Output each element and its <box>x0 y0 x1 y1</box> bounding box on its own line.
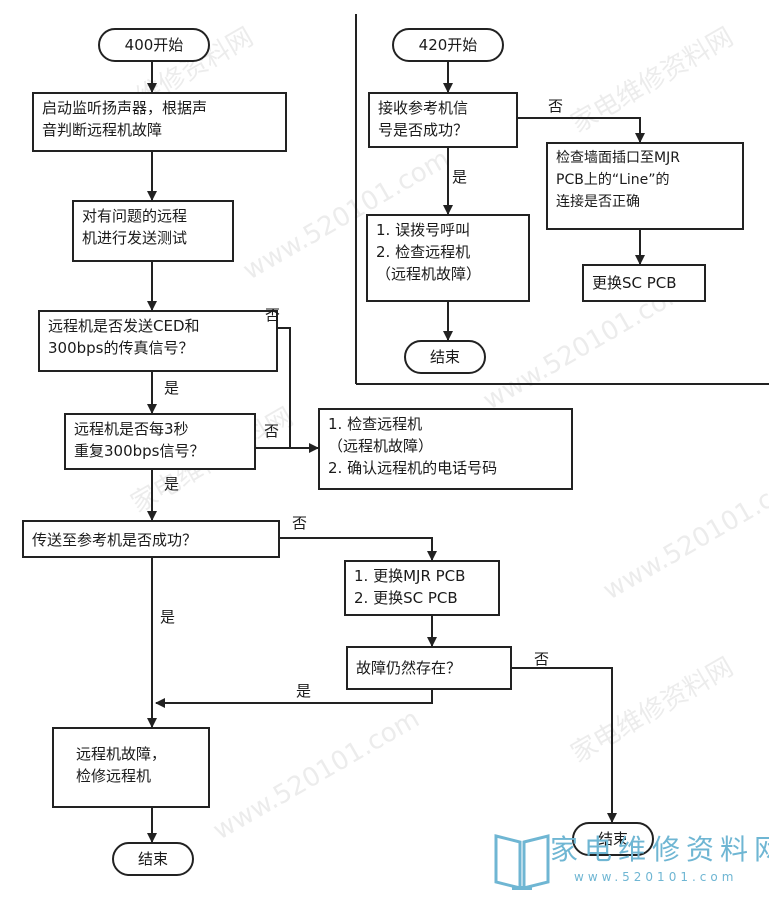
question-ced-box: 远程机是否发送CED和 300bps的传真信号？ <box>38 310 278 372</box>
misdial-line: 2. 检查远程机 <box>376 243 471 261</box>
check-remote-line: 1. 检查远程机 <box>328 415 423 433</box>
question-fault-box: 故障仍然存在？ <box>346 646 512 690</box>
question-send-ref-line: 传送至参考机是否成功？ <box>32 531 198 549</box>
remote-fault-box: 远程机故障， 检修远程机 <box>52 727 210 808</box>
question-send-ref-box: 传送至参考机是否成功？ <box>22 520 280 558</box>
step-monitor-box: 启动监听扬声器，根据声 音判断远程机故障 <box>32 92 287 152</box>
label-no-fault: 否 <box>534 650 550 668</box>
misdial-line: （远程机故障） <box>376 265 482 283</box>
question-ced-line: 远程机是否发送CED和 <box>48 317 200 335</box>
question-ced-line: 300bps的传真信号？ <box>48 339 194 357</box>
replace-sc-line: 更换SC PCB <box>592 274 677 292</box>
question-repeat-box: 远程机是否每3秒 重复300bps信号？ <box>64 413 256 470</box>
question-fault-line: 故障仍然存在？ <box>356 659 462 677</box>
connector <box>280 537 437 561</box>
step-monitor-line: 音判断远程机故障 <box>42 121 163 139</box>
step-monitor-line: 启动监听扬声器，根据声 <box>42 99 208 117</box>
logo-brand-text: 家电维修资料网 <box>550 833 769 866</box>
check-wall-line: 连接是否正确 <box>556 194 640 210</box>
question-receive-line: 接收参考机信 <box>378 99 469 117</box>
label-no-receive: 否 <box>548 97 564 115</box>
replace-pcb-box: 1. 更换MJR PCB 2. 更换SC PCB <box>344 560 500 616</box>
replace-sc-box: 更换SC PCB <box>582 264 706 302</box>
step-test-line: 对有问题的远程 <box>82 207 188 225</box>
start-420-node: 420开始 <box>392 28 504 62</box>
end-420-node: 结束 <box>404 340 486 374</box>
replace-pcb-line: 2. 更换SC PCB <box>354 589 458 607</box>
question-receive-box: 接收参考机信 号是否成功？ <box>368 92 518 148</box>
step-test-line: 机进行发送测试 <box>82 229 188 247</box>
label-yes-fault: 是 <box>296 682 312 700</box>
connector <box>512 667 617 823</box>
site-logo: 家电维修资料网 www.520101.com <box>492 824 769 896</box>
question-repeat-line: 远程机是否每3秒 <box>74 420 189 438</box>
check-remote-line: （远程机故障） <box>328 437 434 455</box>
question-receive-line: 号是否成功？ <box>378 121 469 139</box>
step-test-box: 对有问题的远程 机进行发送测试 <box>72 200 234 262</box>
start-400-node: 400开始 <box>98 28 210 62</box>
misdial-box: 1. 误拨号呼叫 2. 检查远程机 （远程机故障） <box>366 214 530 302</box>
check-remote-line: 2. 确认远程机的电话号码 <box>328 459 498 477</box>
label-no-repeat: 否 <box>264 422 280 440</box>
label-yes-repeat: 是 <box>164 475 180 493</box>
label-no-ced: 否 <box>265 306 281 324</box>
check-wall-line: PCB上的“Line”的 <box>556 172 670 188</box>
remote-fault-line: 远程机故障， <box>76 745 167 763</box>
label-yes-send-ref: 是 <box>160 608 176 626</box>
connector <box>278 327 291 448</box>
check-remote-box: 1. 检查远程机 （远程机故障） 2. 确认远程机的电话号码 <box>318 408 573 490</box>
replace-pcb-line: 1. 更换MJR PCB <box>354 567 466 585</box>
end-right-node: 结束 <box>572 822 654 856</box>
end-left-node: 结束 <box>112 842 194 876</box>
misdial-line: 1. 误拨号呼叫 <box>376 221 471 239</box>
label-no-send-ref: 否 <box>292 514 308 532</box>
label-yes-receive: 是 <box>452 168 468 186</box>
connector <box>155 690 433 708</box>
logo-url-text: www.520101.com <box>574 870 738 884</box>
label-yes-ced: 是 <box>164 379 180 397</box>
remote-fault-line: 检修远程机 <box>76 767 152 785</box>
connector <box>518 117 645 143</box>
question-repeat-line: 重复300bps信号？ <box>74 442 205 460</box>
book-icon <box>494 834 550 890</box>
check-wall-box: 检查墙面插口至MJR PCB上的“Line”的 连接是否正确 <box>546 142 744 230</box>
check-wall-line: 检查墙面插口至MJR <box>556 150 680 166</box>
